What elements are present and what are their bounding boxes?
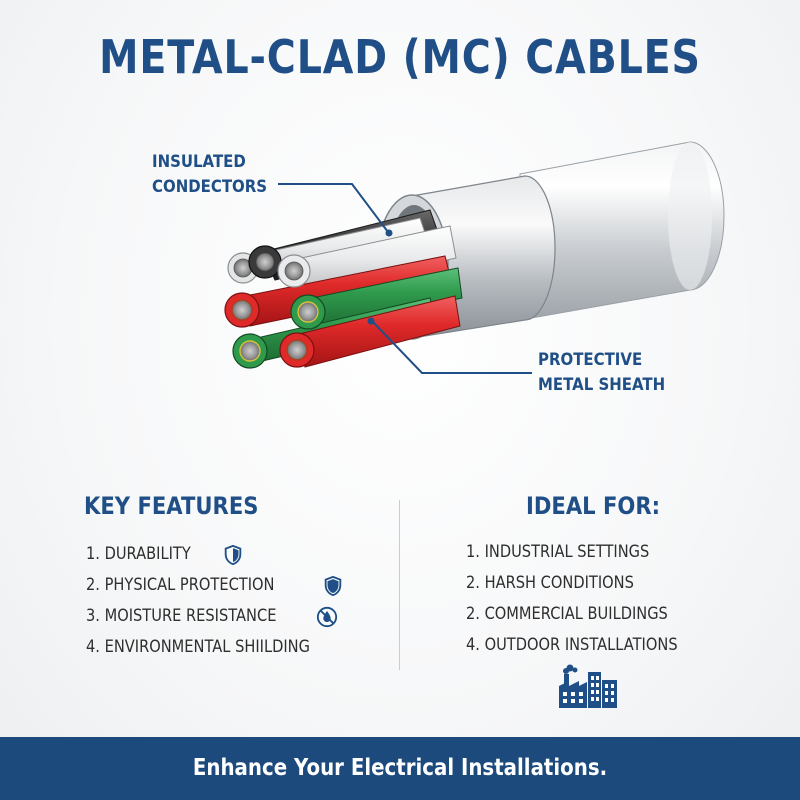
- callout-line: CONDECTORS: [152, 177, 268, 197]
- shield-icon: [224, 544, 242, 566]
- feature-item: 1. DURABILITY: [86, 539, 346, 570]
- ideal-label: 2. COMMERCIAL BUILDINGS: [466, 604, 668, 624]
- feature-label: 1. DURABILITY: [86, 544, 191, 564]
- outer-cable-jacket: [519, 141, 725, 321]
- footer-tagline: Enhance Your Electrical Installations.: [192, 755, 608, 781]
- ideal-label: 2. HARSH CONDITIONS: [466, 573, 634, 593]
- key-features-list: 1. DURABILITY 2. PHYSICAL PROTECTION 3. …: [86, 539, 346, 663]
- ideal-for-heading: IDEAL FOR:: [526, 492, 661, 520]
- feature-item: 2. PHYSICAL PROTECTION: [86, 570, 346, 601]
- conductor-end-black: [248, 245, 282, 279]
- conductor-end-red-2: [279, 332, 315, 368]
- callout-line: PROTECTIVE: [538, 350, 643, 370]
- conductor-ends: [224, 245, 326, 369]
- callout-metal-sheath: PROTECTIVE METAL SHEATH: [538, 348, 665, 398]
- ideal-for-list: 1. INDUSTRIAL SETTINGS 2. HARSH CONDITIO…: [466, 537, 712, 661]
- ideal-item: 4. OUTDOOR INSTALLATIONS: [466, 630, 712, 661]
- conductor-bodies: [239, 209, 463, 368]
- feature-label: 2. PHYSICAL PROTECTION: [86, 575, 275, 595]
- column-divider: [399, 500, 400, 670]
- callout-line: INSULATED: [152, 152, 246, 172]
- conductor-end-green: [290, 294, 326, 330]
- callout-insulated-conductors: INSULATED CONDECTORS: [152, 150, 267, 200]
- ideal-item: 2. HARSH CONDITIONS: [466, 568, 712, 599]
- ideal-item: 2. COMMERCIAL BUILDINGS: [466, 599, 712, 630]
- feature-item: 4. ENVIRONMENTAL SHIILDING: [86, 632, 346, 663]
- ideal-label: 1. INDUSTRIAL SETTINGS: [466, 542, 650, 562]
- ideal-label: 4. OUTDOOR INSTALLATIONS: [466, 635, 678, 655]
- footer-banner: Enhance Your Electrical Installations.: [0, 737, 800, 800]
- shield-icon: [324, 575, 342, 597]
- callout-leaders: [278, 183, 532, 374]
- callout-line: METAL SHEATH: [538, 375, 666, 395]
- feature-label: 4. ENVIRONMENTAL SHIILDING: [86, 637, 310, 657]
- mc-cable-diagram: [224, 141, 725, 374]
- factory-buildings-icon: [559, 664, 617, 708]
- conductor-end-green-2: [232, 333, 268, 369]
- key-features-heading: KEY FEATURES: [84, 492, 259, 520]
- ideal-item: 1. INDUSTRIAL SETTINGS: [466, 537, 712, 568]
- page-title: METAL-CLAD (MC) CABLES: [99, 30, 701, 84]
- feature-label: 3. MOISTURE RESISTANCE: [86, 606, 277, 626]
- no-water-drop-icon: [316, 606, 338, 628]
- conductor-end-white-2: [277, 254, 311, 288]
- feature-item: 3. MOISTURE RESISTANCE: [86, 601, 346, 632]
- conductor-end-red: [224, 292, 260, 328]
